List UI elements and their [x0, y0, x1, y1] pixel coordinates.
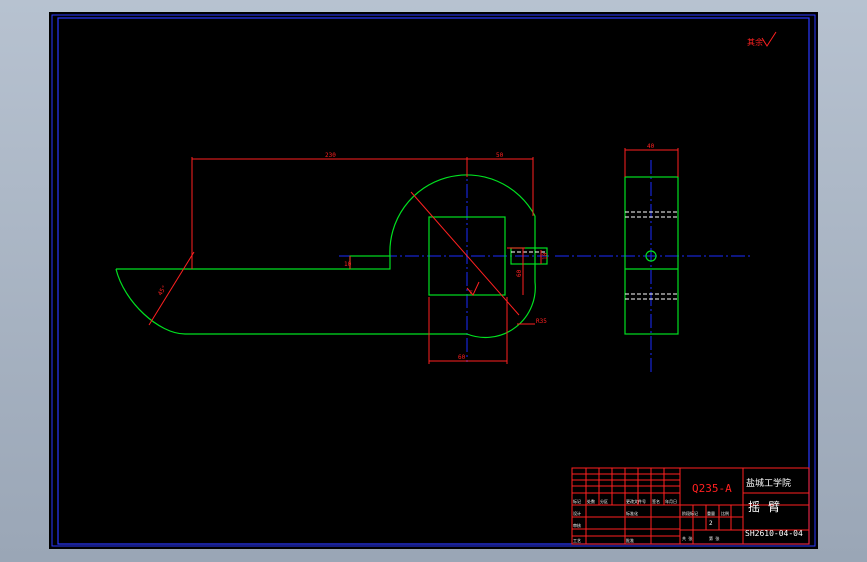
dim-square-height: 60 [516, 269, 523, 277]
dim-overall-length: 230 [325, 152, 336, 159]
label-weight: 重量 [707, 510, 715, 516]
label-change-doc: 更改文件号 [626, 498, 646, 504]
roughness-label: 其余 [747, 37, 763, 47]
dim-notch: ▽ [469, 289, 473, 296]
title-block [571, 467, 810, 545]
title-block-text: Q235-A 盐城工学院 摇臂 SH2610-04-04 2 标记 处数 分区 … [573, 477, 803, 543]
dim-side-width: 40 [647, 143, 655, 150]
label-sheet-no: 第 张 [709, 535, 719, 541]
label-mark: 标记 [573, 498, 581, 504]
roughness-symbol [761, 31, 777, 47]
label-sheets-total: 共 张 [682, 535, 692, 541]
label-process: 工艺 [573, 538, 581, 543]
dim-hole-size: 10 [542, 252, 549, 260]
hidden-lines [511, 211, 678, 300]
dimension-texts: 230 50 40 10 45° 60 60 10 R35 ▽ [157, 143, 655, 361]
drawing-number: SH2610-04-04 [745, 529, 803, 538]
dim-slot-width: 10 [344, 261, 352, 268]
centerlines [339, 160, 753, 374]
label-stage-mark: 阶段标记 [682, 510, 698, 516]
front-view-outline [115, 174, 679, 339]
label-approve: 批准 [626, 537, 634, 543]
label-count: 处数 [587, 498, 595, 504]
drawing-canvas[interactable]: 其余 [49, 12, 818, 549]
outer-frame [51, 14, 816, 547]
label-signature: 签名 [652, 498, 660, 504]
dim-head-offset: 50 [496, 152, 504, 159]
label-ratio: 比例 [721, 510, 729, 516]
label-check: 审核 [573, 522, 581, 528]
label-design: 设计 [573, 510, 581, 516]
dim-square-size: 60 [458, 354, 466, 361]
scale-value: 2 [709, 520, 713, 527]
label-standardize: 标准化 [626, 510, 638, 516]
dim-radius: R35 [536, 318, 547, 325]
label-zone: 分区 [600, 498, 608, 504]
label-date: 年月日 [665, 498, 677, 504]
dimension-lines [148, 148, 679, 364]
cad-drawing: 其余 [51, 14, 816, 547]
dim-bevel: 45° [157, 284, 169, 297]
part-name: 摇臂 [748, 500, 788, 514]
inner-frame [57, 17, 810, 545]
school-name: 盐城工学院 [746, 477, 791, 489]
material-label: Q235-A [692, 482, 732, 495]
